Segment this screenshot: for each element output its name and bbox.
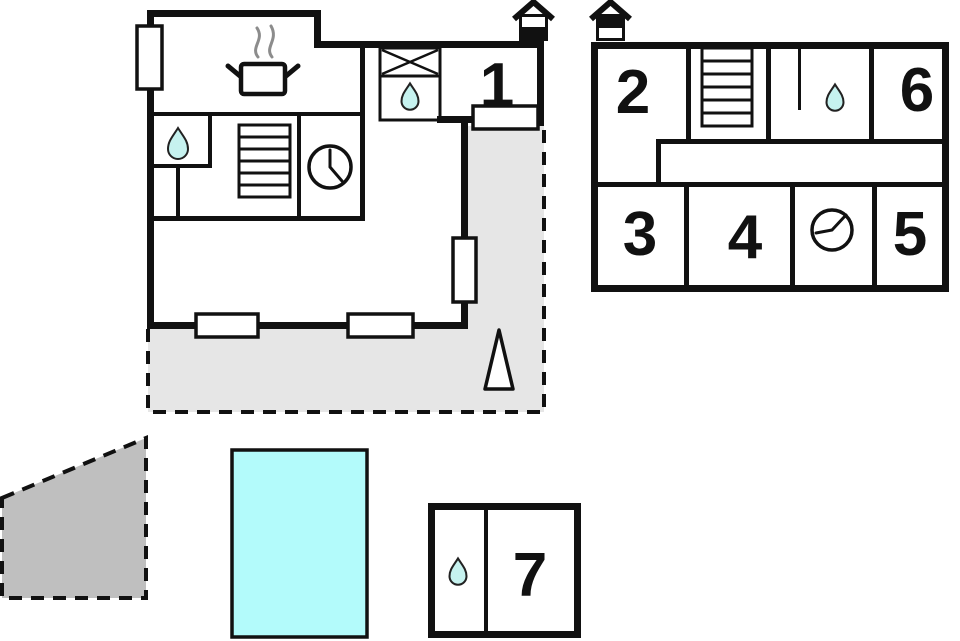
stove-icon bbox=[225, 24, 301, 97]
stairs-icon bbox=[237, 123, 292, 199]
clock-icon bbox=[810, 208, 854, 252]
ground-floor-interior-walls bbox=[150, 45, 365, 221]
water-drop-icon bbox=[825, 82, 845, 112]
room-label-5: 5 bbox=[893, 200, 927, 269]
room-label-4: 4 bbox=[728, 203, 763, 272]
room-label-7: 7 bbox=[513, 541, 547, 610]
terrace-dashed-border bbox=[146, 130, 546, 414]
ground-floor-outer-walls bbox=[147, 10, 544, 329]
water-drop-icon bbox=[448, 556, 468, 586]
room-label-2: 2 bbox=[616, 58, 650, 127]
window bbox=[346, 312, 415, 339]
window bbox=[135, 24, 164, 91]
terrace bbox=[146, 126, 546, 414]
ground-floor-plan: 1 bbox=[135, 0, 555, 339]
shower-cabin bbox=[378, 46, 442, 122]
annex-plan: 7 bbox=[428, 503, 581, 638]
pool bbox=[230, 448, 369, 639]
room-label-1: 1 bbox=[480, 51, 514, 120]
terrace-area bbox=[148, 126, 544, 412]
pool-area bbox=[230, 448, 369, 639]
room-label-3: 3 bbox=[623, 200, 657, 269]
steam-line bbox=[268, 24, 275, 59]
steam-line bbox=[254, 26, 261, 59]
water-drop-icon bbox=[400, 81, 420, 111]
garden-patch bbox=[0, 435, 148, 600]
water-drop-icon bbox=[166, 126, 190, 160]
ground-level-indicator-icon bbox=[512, 0, 555, 41]
ground-floor-windows bbox=[135, 24, 540, 339]
garden-area bbox=[0, 435, 148, 600]
upper-floor-plan: 2 6 3 4 5 bbox=[589, 0, 949, 292]
upper-level-indicator-icon bbox=[589, 0, 632, 41]
window bbox=[471, 104, 540, 131]
window bbox=[451, 236, 478, 304]
stairs-icon bbox=[700, 46, 754, 128]
north-marker-icon bbox=[483, 328, 515, 391]
clock-icon bbox=[307, 144, 353, 190]
room-label-6: 6 bbox=[900, 56, 934, 125]
upper-floor-interior-walls bbox=[594, 48, 946, 288]
window bbox=[194, 312, 260, 339]
shower-x-icon bbox=[381, 48, 439, 76]
